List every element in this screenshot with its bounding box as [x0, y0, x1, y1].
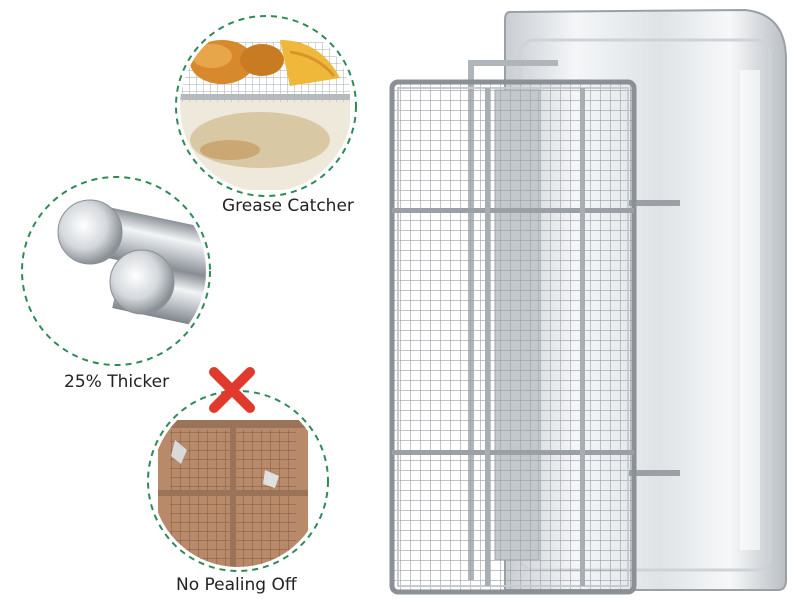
- grease-catcher-photo: [175, 15, 357, 197]
- thicker-label: 25% Thicker: [64, 372, 170, 392]
- no-peeling-label: No Pealing Off: [176, 575, 297, 595]
- wire-rack: [389, 79, 637, 595]
- peeling-rack-photo: [147, 390, 329, 572]
- grease-catcher-label: Grease Catcher: [222, 196, 354, 216]
- thicker-rod-photo: [21, 176, 211, 366]
- x-mark-icon: [209, 367, 255, 413]
